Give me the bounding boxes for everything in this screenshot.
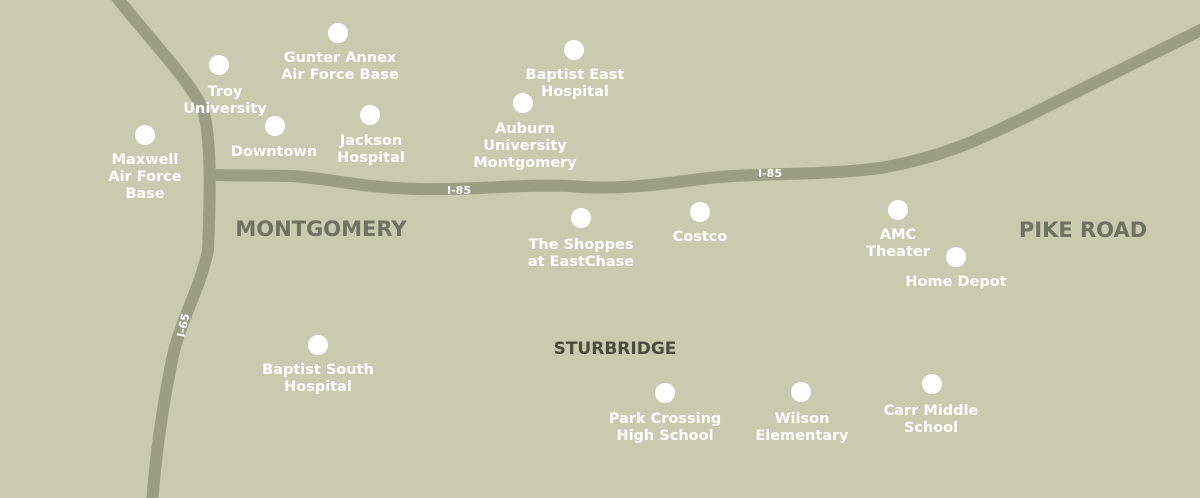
- place-label-line: School: [904, 420, 958, 436]
- road-i-85: [207, 23, 1200, 196]
- place-label-line: Park Crossing: [609, 411, 722, 427]
- road-i-65: [111, 0, 216, 498]
- road-label-i-85: I-85: [447, 184, 471, 197]
- place-label-line: University: [183, 101, 267, 117]
- location-marker-icon[interactable]: [308, 335, 328, 355]
- location-marker-icon[interactable]: [922, 374, 942, 394]
- place-label-line: Montgomery: [473, 155, 577, 171]
- road-label-i-85: I-85: [758, 167, 782, 180]
- place-label-line: Theater: [866, 244, 931, 260]
- location-marker-icon[interactable]: [513, 93, 533, 113]
- location-marker-icon[interactable]: [360, 105, 380, 125]
- place-label-line: High School: [616, 428, 713, 444]
- location-marker-icon[interactable]: [571, 208, 591, 228]
- place-label-line: AMC: [880, 227, 916, 243]
- location-marker-icon[interactable]: [209, 55, 229, 75]
- place-costco[interactable]: Costco: [673, 202, 728, 245]
- place-label-line: Air Force: [108, 169, 181, 185]
- place-home-depot[interactable]: Home Depot: [905, 247, 1007, 290]
- location-marker-icon[interactable]: [135, 125, 155, 145]
- road-label-i-65: I-65: [175, 312, 193, 338]
- location-marker-icon[interactable]: [888, 200, 908, 220]
- place-label-line: Troy: [208, 84, 243, 100]
- place-label-line: Costco: [673, 229, 728, 245]
- area-label-montgomery: MONTGOMERY: [235, 217, 407, 241]
- location-marker-icon[interactable]: [328, 23, 348, 43]
- place-label-line: Base: [125, 186, 164, 202]
- place-label-line: Auburn: [495, 121, 555, 137]
- area-label-pike-road: PIKE ROAD: [1019, 218, 1147, 242]
- place-label-line: Hospital: [284, 379, 352, 395]
- place-label-line: Carr Middle: [884, 403, 979, 419]
- location-marker-icon[interactable]: [265, 116, 285, 136]
- place-label-line: Jackson: [339, 133, 402, 149]
- place-label-line: Baptist South: [262, 362, 374, 378]
- place-downtown[interactable]: Downtown: [231, 116, 317, 160]
- place-label-line: Gunter Annex: [284, 50, 397, 66]
- place-label-line: at EastChase: [528, 254, 634, 270]
- place-label-line: Hospital: [337, 150, 405, 166]
- location-marker-icon[interactable]: [690, 202, 710, 222]
- place-label-line: The Shoppes: [528, 237, 633, 253]
- place-label-line: Air Force Base: [281, 67, 399, 83]
- place-label: Downtown: [231, 144, 317, 160]
- place-label-line: Baptist East: [526, 67, 625, 83]
- place-label-line: Wilson: [775, 411, 830, 427]
- place-label-line: University: [483, 138, 567, 154]
- location-marker-icon[interactable]: [655, 383, 675, 403]
- location-marker-icon[interactable]: [791, 382, 811, 402]
- location-marker-icon[interactable]: [564, 40, 584, 60]
- place-label-line: Downtown: [231, 144, 317, 160]
- place-label-line: Hospital: [541, 84, 609, 100]
- place-label-line: Maxwell: [112, 152, 179, 168]
- place-label-line: Home Depot: [905, 274, 1006, 290]
- area-label-sturbridge: STURBRIDGE: [554, 339, 677, 359]
- place-label-line: Elementary: [755, 428, 849, 444]
- place-label: Home Depot: [905, 274, 1006, 290]
- location-marker-icon[interactable]: [946, 247, 966, 267]
- place-label: Costco: [673, 229, 728, 245]
